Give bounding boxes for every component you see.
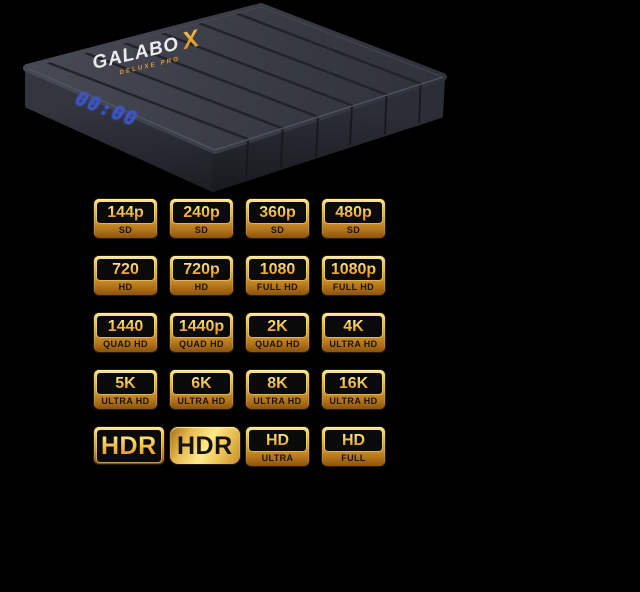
tv-box-render: GALABO X DELUXE PRO 00:00 <box>23 3 447 192</box>
badge-value-panel: 16K <box>325 373 382 394</box>
badge-label-text: SD <box>346 225 361 235</box>
badge-value-panel: HD <box>249 430 306 451</box>
badge-value-text: 5K <box>115 375 136 392</box>
badge-value-text: 4K <box>343 318 364 335</box>
badge-value-panel: 720p <box>173 259 230 280</box>
resolution-badge: HD FULL <box>322 427 385 466</box>
badge-value-panel: HDR <box>173 430 237 462</box>
badge-label-text: FULL <box>341 453 366 463</box>
badge-value-panel: 6K <box>173 373 230 394</box>
badge-value-text: 720 <box>112 261 139 278</box>
resolution-badge: 2K QUAD HD <box>246 313 309 352</box>
resolution-badge: 8K ULTRA HD <box>246 370 309 409</box>
resolution-badge: HDR <box>170 427 240 464</box>
badge-label-text: ULTRA HD <box>101 396 150 406</box>
resolution-badge: HDR <box>94 427 164 464</box>
badge-value-panel: 5K <box>97 373 154 394</box>
badge-label-text: ULTRA <box>261 453 294 463</box>
badge-label-text: SD <box>194 225 209 235</box>
badge-value-panel: HD <box>325 430 382 451</box>
resolution-badge: 16K ULTRA HD <box>322 370 385 409</box>
badge-value-panel: 480p <box>325 202 382 223</box>
badge-value-text: HD <box>265 432 290 449</box>
badge-value-text: 6K <box>191 375 212 392</box>
badge-value-text: 1080 <box>259 261 296 278</box>
badge-value-text: 1080p <box>330 261 377 278</box>
badge-value-text: 8K <box>267 375 288 392</box>
badge-value-text: 144p <box>107 204 144 221</box>
badge-label-text: QUAD HD <box>179 339 224 349</box>
badge-value-text: 720p <box>183 261 220 278</box>
badge-value-text: 480p <box>335 204 372 221</box>
badge-value-text: 240p <box>183 204 220 221</box>
badge-label-text: HD <box>118 282 133 292</box>
badge-value-text: HD <box>341 432 366 449</box>
badge-label-text: QUAD HD <box>255 339 300 349</box>
badge-label-text: ULTRA HD <box>329 396 378 406</box>
badge-label-text: FULL HD <box>256 282 299 292</box>
badge-value-panel: 1080 <box>249 259 306 280</box>
badge-label-text: SD <box>118 225 133 235</box>
badge-value-panel: 240p <box>173 202 230 223</box>
resolution-badge: HD ULTRA <box>246 427 309 466</box>
side-groove-lines <box>245 83 422 180</box>
badge-label-text: FULL HD <box>332 282 375 292</box>
badge-label-text: HD <box>194 282 209 292</box>
front-edge-highlight <box>26 67 444 151</box>
badge-label-text: ULTRA HD <box>253 396 302 406</box>
badge-value-panel: 1440p <box>173 316 230 337</box>
badge-label-text: ULTRA HD <box>329 339 378 349</box>
badge-value-text: HDR <box>177 432 233 460</box>
badge-value-panel: 2K <box>249 316 306 337</box>
badge-value-panel: 720 <box>97 259 154 280</box>
badge-value-text: HDR <box>101 432 157 460</box>
badge-value-panel: 4K <box>325 316 382 337</box>
back-edge-highlight <box>26 6 444 78</box>
badge-value-text: 2K <box>267 318 288 335</box>
badge-value-panel: HDR <box>97 430 161 462</box>
resolution-badge: 4K ULTRA HD <box>322 313 385 352</box>
badge-label-text: QUAD HD <box>103 339 148 349</box>
badge-value-panel: 144p <box>97 202 154 223</box>
badge-value-panel: 360p <box>249 202 306 223</box>
badge-value-text: 16K <box>338 375 369 392</box>
badge-value-panel: 1440 <box>97 316 154 337</box>
badge-value-text: 360p <box>259 204 296 221</box>
badge-value-text: 1440p <box>178 318 225 335</box>
badge-label-text: ULTRA HD <box>177 396 226 406</box>
badge-value-panel: 8K <box>249 373 306 394</box>
badge-label-text: SD <box>270 225 285 235</box>
resolution-badge: 5K ULTRA HD <box>94 370 157 409</box>
badge-value-text: 1440 <box>107 318 144 335</box>
badge-value-panel: 1080p <box>325 259 382 280</box>
resolution-badge: 6K ULTRA HD <box>170 370 233 409</box>
